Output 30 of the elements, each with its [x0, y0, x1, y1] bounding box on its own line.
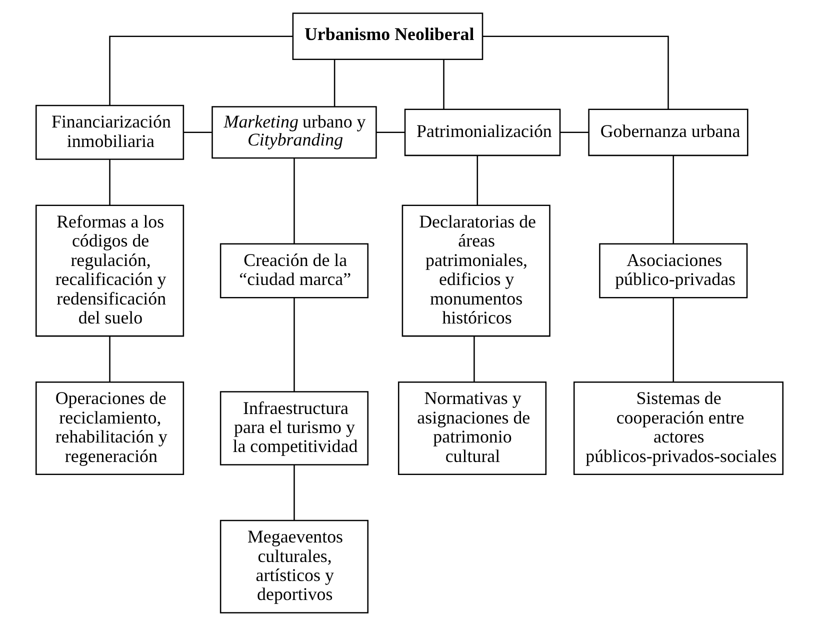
- node-box: Declaratorias de áreas patrimoniales, edificios y monumentos históricos: [401, 204, 550, 337]
- node-box: Megaeventos culturales, artísticos y deportivos: [219, 520, 368, 614]
- connector: [293, 465, 294, 520]
- connector: [473, 336, 474, 382]
- node-box: Asociaciones público-privadas: [598, 243, 748, 298]
- node-box: Creación de la “ciudad marca”: [219, 243, 368, 298]
- node-box: Patrimonialización: [404, 108, 560, 156]
- node-box: Marketing urbano y Citybranding: [211, 106, 376, 159]
- connector: [482, 36, 668, 110]
- node-box: Operaciones de reciclamiento, rehabilitación y regeneración: [34, 382, 184, 476]
- connector: [672, 156, 674, 244]
- node-box: Financiarización inmobiliaria: [34, 104, 184, 160]
- node-box: Sistemas de cooperación entre actores públicos-privados-sociales: [572, 382, 784, 476]
- node-box: Infraestructura para el turismo y la competitividad: [219, 391, 368, 466]
- node-box: Normativas y asignaciones de patrimonio cultural: [397, 382, 546, 476]
- connector: [560, 132, 588, 134]
- connector: [476, 156, 478, 206]
- connector: [293, 158, 294, 244]
- connector: [672, 298, 674, 382]
- connector: [108, 159, 110, 206]
- node-box: Reformas a los códigos de regulación, recalificación y redensificación del suelo: [34, 204, 184, 337]
- node-box: Gobernanza urbana: [588, 108, 748, 156]
- connector: [183, 132, 212, 134]
- connector: [293, 298, 294, 392]
- connector: [376, 132, 404, 134]
- connector: [442, 60, 444, 110]
- connector: [108, 336, 110, 382]
- node-box: Urbanismo Neoliberal: [292, 12, 483, 60]
- connector: [108, 36, 292, 106]
- connector: [333, 60, 335, 107]
